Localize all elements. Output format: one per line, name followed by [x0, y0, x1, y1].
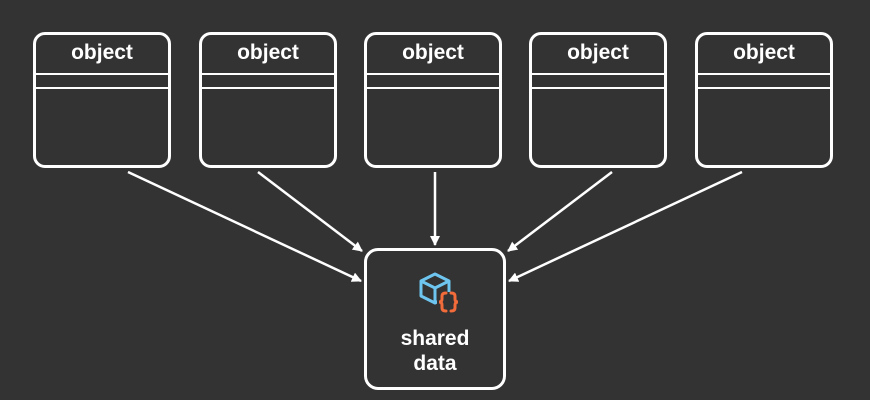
- arrow-4: [507, 171, 613, 252]
- object-box-1: object: [33, 32, 171, 168]
- object-divider: [202, 73, 334, 75]
- object-divider: [532, 73, 664, 75]
- object-box-3: object: [364, 32, 502, 168]
- object-title: object: [733, 41, 795, 64]
- object-divider: [698, 73, 830, 75]
- object-divider: [698, 87, 830, 89]
- arrow-1: [127, 170, 362, 283]
- object-divider: [532, 87, 664, 89]
- object-divider: [202, 87, 334, 89]
- cube-braces-icon: [419, 272, 459, 313]
- object-divider: [36, 87, 168, 89]
- object-title: object: [402, 41, 464, 64]
- object-box-4: object: [529, 32, 667, 168]
- object-divider: [36, 73, 168, 75]
- object-divider: [367, 73, 499, 75]
- object-title: object: [237, 41, 299, 64]
- object-title: object: [567, 41, 629, 64]
- object-title: object: [71, 41, 133, 64]
- object-divider: [367, 87, 499, 89]
- arrow-5: [508, 170, 743, 283]
- arrow-2: [257, 171, 363, 252]
- shared-data-box: shared data: [364, 248, 506, 390]
- object-box-2: object: [199, 32, 337, 168]
- shared-label-line2: data: [413, 352, 457, 375]
- object-box-5: object: [695, 32, 833, 168]
- shared-label-line1: shared: [400, 327, 470, 350]
